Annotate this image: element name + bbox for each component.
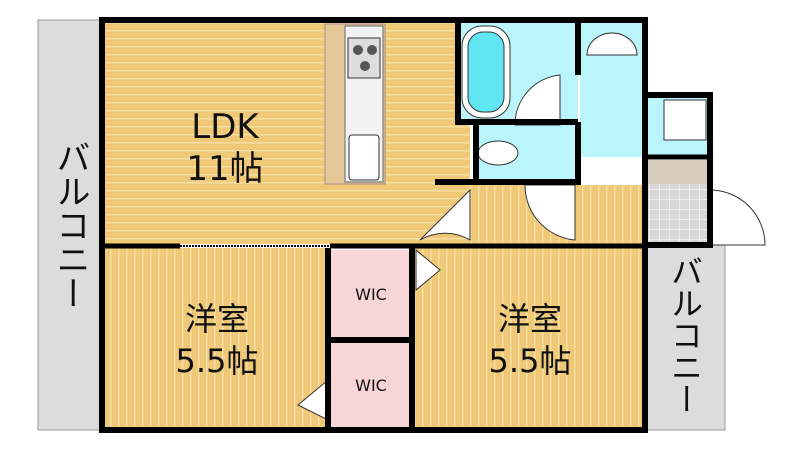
western-right-floor	[414, 248, 645, 428]
stove-icon	[347, 37, 381, 79]
balcony-right-label: バルコニー	[666, 255, 704, 415]
western-left-size: 5.5帖	[176, 342, 259, 380]
balcony-right	[644, 244, 726, 431]
genkan	[648, 184, 708, 244]
balcony-left-label: バルコニー	[50, 140, 90, 310]
shoe-cabinet	[648, 160, 708, 184]
ldk-name: LDK	[191, 107, 260, 147]
wic-top-label: WIC	[355, 285, 387, 304]
wic-bottom	[330, 342, 412, 428]
ldk-floor	[104, 22, 470, 244]
sink-icon	[348, 134, 380, 181]
ldk-size: 11帖	[186, 149, 263, 189]
walls	[99, 17, 713, 433]
western-right-name: 洋室	[498, 300, 562, 338]
washbasin-icon	[586, 32, 638, 56]
wic-bottom-label: WIC	[355, 376, 387, 395]
washing-machine-icon	[663, 99, 707, 141]
wic-top	[330, 250, 412, 338]
door-swings	[297, 74, 766, 421]
western-right-size: 5.5帖	[489, 342, 572, 380]
toilet-icon	[477, 140, 519, 166]
balcony-left	[37, 19, 103, 431]
western-left-name: 洋室	[185, 300, 249, 338]
western-left-floor	[104, 248, 329, 428]
